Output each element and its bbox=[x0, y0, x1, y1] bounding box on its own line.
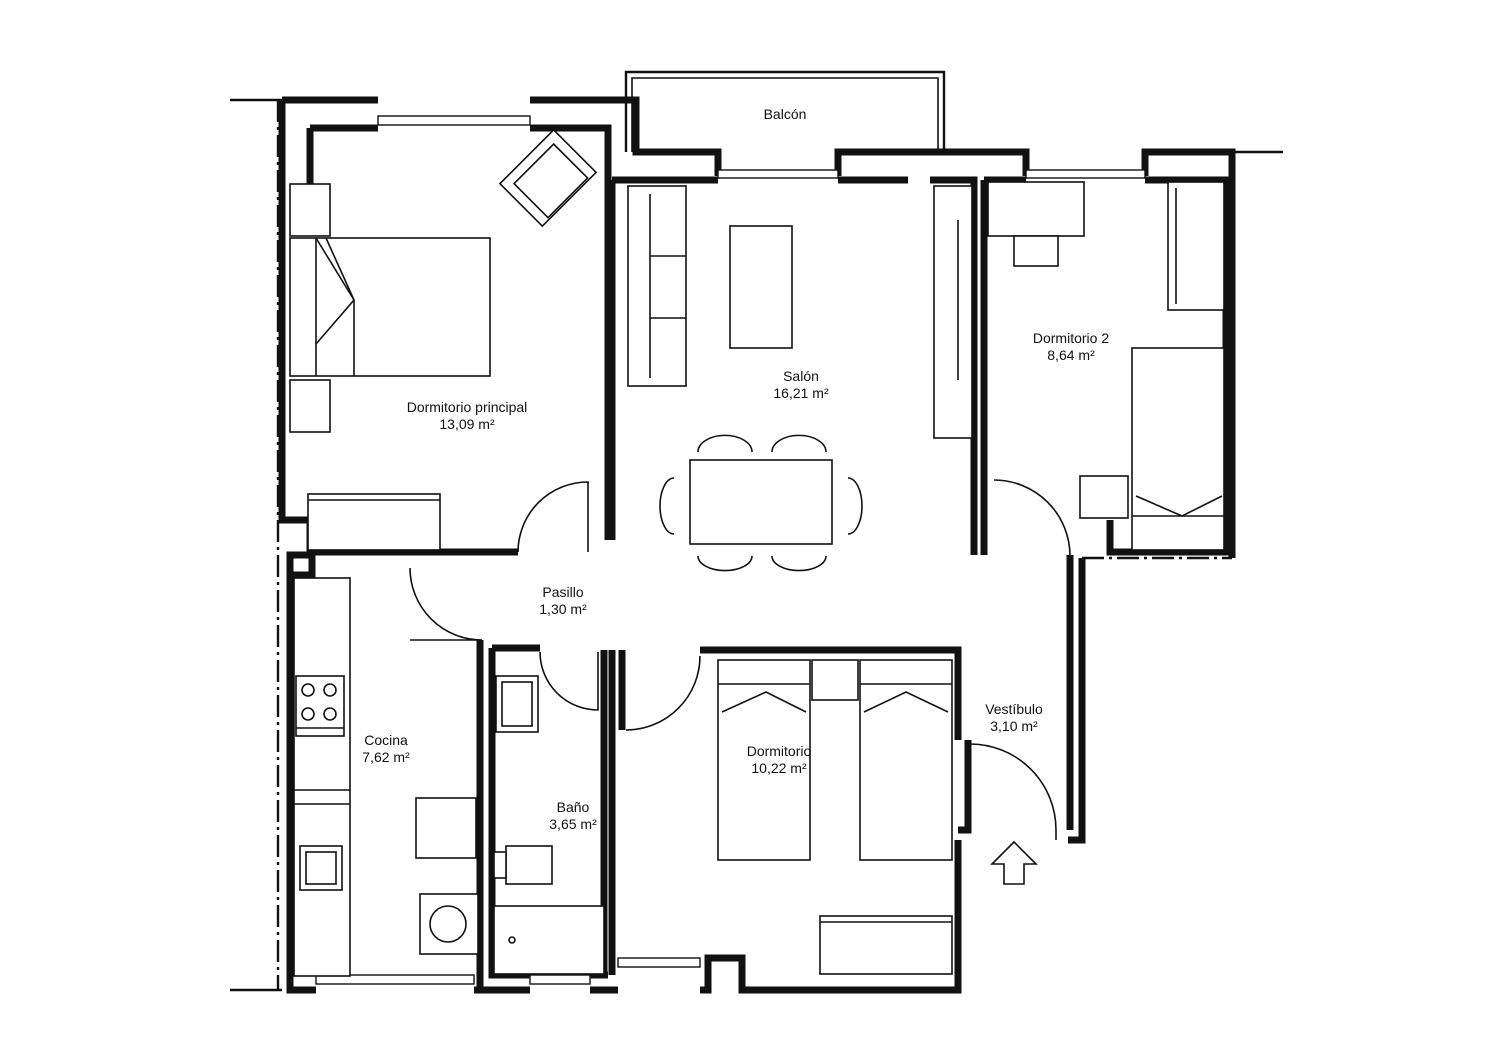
nightstand bbox=[289, 183, 331, 237]
room-name: Dormitorio 2 bbox=[1032, 330, 1110, 346]
room-label-salon: Salón 16,21 m² bbox=[773, 368, 828, 402]
room-area: 10,22 m² bbox=[751, 760, 807, 776]
single-bed bbox=[859, 659, 953, 861]
window bbox=[717, 169, 839, 179]
window bbox=[617, 957, 701, 968]
room-name: Cocina bbox=[364, 732, 408, 748]
room-name: Pasillo bbox=[542, 584, 584, 600]
windows bbox=[315, 115, 1146, 985]
toilet-icon bbox=[505, 845, 553, 885]
coffee-table bbox=[729, 225, 793, 349]
kitchen-furniture bbox=[293, 577, 479, 977]
room-name: Dormitorio bbox=[746, 743, 812, 759]
single-bed bbox=[1131, 347, 1225, 551]
door-bano bbox=[539, 651, 599, 711]
dining-table bbox=[689, 459, 833, 545]
window bbox=[315, 974, 475, 985]
walls bbox=[278, 96, 1236, 994]
room-label-dormitorio-2: Dormitorio 2 8,64 m² bbox=[1033, 330, 1109, 364]
room-name: Balcón bbox=[763, 106, 807, 122]
living-room-furniture bbox=[627, 185, 973, 572]
room-area: 3,10 m² bbox=[990, 718, 1038, 734]
entrance-arrow-icon bbox=[990, 840, 1038, 885]
room-area: 7,62 m² bbox=[362, 749, 410, 765]
room-area: 3,65 m² bbox=[549, 816, 597, 832]
room-label-dormitorio-principal: Dormitorio principal 13,09 m² bbox=[407, 399, 528, 433]
door-entrance bbox=[969, 743, 1057, 840]
nightstand bbox=[811, 659, 859, 701]
room-area: 16,21 m² bbox=[773, 385, 829, 401]
room-label-cocina: Cocina 7,62 m² bbox=[362, 732, 409, 766]
room-label-dormitorio: Dormitorio 10,22 m² bbox=[747, 743, 812, 777]
room-area: 8,64 m² bbox=[1047, 347, 1095, 363]
door-dormitorio-principal bbox=[517, 481, 589, 553]
wardrobe bbox=[307, 493, 441, 551]
armchair bbox=[498, 128, 598, 228]
tv-unit bbox=[933, 185, 973, 439]
doors bbox=[409, 479, 1071, 840]
room-name: Salón bbox=[783, 368, 819, 384]
room-name: Vestíbulo bbox=[985, 701, 1043, 717]
washbasin-icon bbox=[495, 675, 539, 733]
door-dormitorio bbox=[625, 655, 701, 731]
room-area: 13,09 m² bbox=[439, 416, 495, 432]
sink-icon bbox=[299, 845, 343, 891]
nightstand bbox=[289, 379, 331, 433]
door-dormitorio-2 bbox=[993, 479, 1071, 557]
fridge bbox=[415, 797, 477, 859]
wardrobe bbox=[1167, 181, 1225, 311]
window bbox=[377, 115, 531, 126]
washing-machine-icon bbox=[419, 893, 479, 955]
room-name: Dormitorio principal bbox=[406, 399, 528, 415]
wardrobe bbox=[819, 915, 953, 975]
master-bedroom-furniture bbox=[289, 128, 598, 551]
balcony bbox=[624, 70, 946, 152]
room-label-vestibulo: Vestíbulo 3,10 m² bbox=[985, 701, 1043, 735]
shower bbox=[493, 905, 605, 975]
room-area: 1,30 m² bbox=[539, 601, 587, 617]
bedroom-furniture bbox=[717, 659, 953, 975]
chair bbox=[1013, 235, 1059, 267]
double-bed bbox=[289, 237, 491, 377]
bedroom-2-furniture bbox=[987, 181, 1225, 551]
desk bbox=[987, 181, 1085, 237]
bathroom-furniture bbox=[493, 675, 605, 975]
sofa bbox=[627, 185, 687, 387]
window bbox=[1025, 169, 1146, 179]
room-name: Baño bbox=[556, 799, 590, 815]
nightstand bbox=[1079, 475, 1129, 519]
countertop bbox=[293, 577, 351, 977]
door-pasillo bbox=[409, 567, 483, 641]
cooktop-icon bbox=[295, 675, 345, 737]
room-label-pasillo: Pasillo 1,30 m² bbox=[539, 584, 586, 618]
room-label-balcon: Balcón bbox=[764, 106, 807, 123]
window bbox=[529, 974, 591, 985]
room-label-bano: Baño 3,65 m² bbox=[549, 799, 596, 833]
